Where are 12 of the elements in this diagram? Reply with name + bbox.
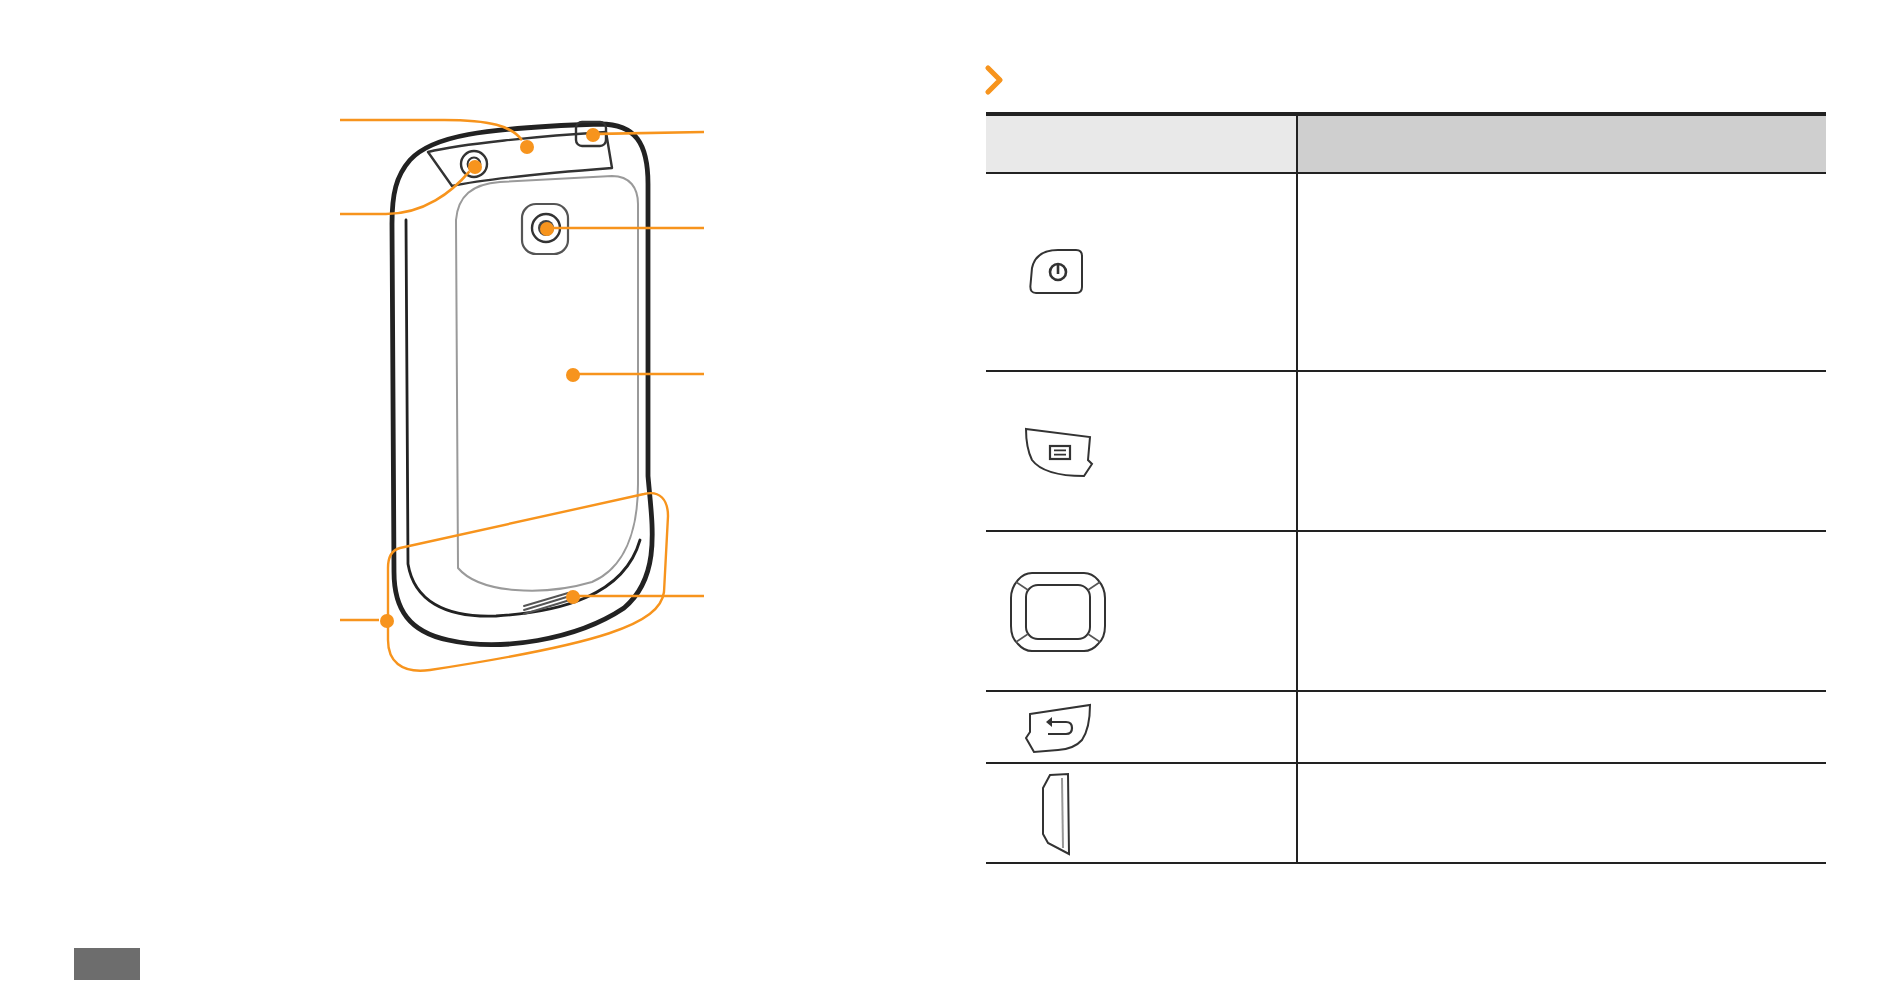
leader-line xyxy=(340,118,523,142)
leader-dot xyxy=(519,139,533,153)
leader-dot xyxy=(565,367,579,381)
leader-line xyxy=(340,170,471,216)
leader-dot xyxy=(585,127,599,141)
leader-line xyxy=(553,226,704,230)
leader-line xyxy=(579,372,704,376)
leader-line xyxy=(598,130,705,136)
leader-line xyxy=(340,618,379,622)
leader-dot xyxy=(565,589,579,603)
leader-line xyxy=(579,594,704,598)
leader-dot xyxy=(379,613,393,627)
